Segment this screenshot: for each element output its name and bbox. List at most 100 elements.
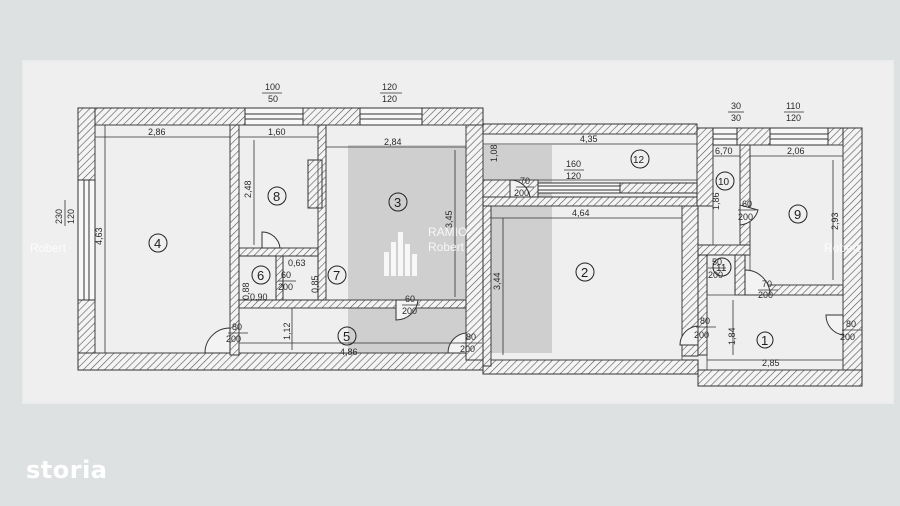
watermark-left: Robert xyxy=(30,241,67,255)
svg-text:120: 120 xyxy=(382,94,397,104)
svg-text:80: 80 xyxy=(846,319,856,329)
opening-inner: 160 120 xyxy=(564,159,584,181)
room-outlines xyxy=(94,124,844,371)
svg-text:200: 200 xyxy=(708,270,723,280)
svg-text:60: 60 xyxy=(281,270,291,280)
svg-text:80: 80 xyxy=(232,322,242,332)
dim-label: 2,48 xyxy=(243,180,253,198)
room-7: 7 xyxy=(327,265,347,285)
svg-text:50: 50 xyxy=(268,94,278,104)
room-6: 6 xyxy=(251,265,271,285)
window-10 xyxy=(712,127,738,146)
watermark-logo-icon xyxy=(384,232,417,276)
svg-text:200: 200 xyxy=(226,334,241,344)
svg-text:3: 3 xyxy=(394,195,401,210)
room-8: 8 xyxy=(267,186,287,206)
window-3 xyxy=(359,107,423,126)
room-numbers: 1 2 3 4 5 6 7 8 9 10 11 12 xyxy=(148,149,808,349)
svg-text:160: 160 xyxy=(566,159,581,169)
svg-text:60: 60 xyxy=(405,294,415,304)
dim-label: 2,06 xyxy=(787,146,805,156)
dimension-lines xyxy=(95,125,843,361)
window-9 xyxy=(769,127,829,146)
svg-text:10: 10 xyxy=(718,177,730,188)
svg-text:70: 70 xyxy=(520,176,530,186)
svg-text:8: 8 xyxy=(273,189,280,204)
dim-label: 0,88 xyxy=(241,282,251,300)
dim-label: 2,86 xyxy=(148,127,166,137)
room-5: 5 xyxy=(337,326,357,346)
svg-text:9: 9 xyxy=(794,207,801,222)
opening-4: 110 120 xyxy=(784,101,804,123)
dim-label: 6,70 xyxy=(715,146,733,156)
svg-text:5: 5 xyxy=(343,329,350,344)
opening-1: 100 50 xyxy=(262,82,282,104)
svg-text:120: 120 xyxy=(566,171,581,181)
dim-label: 3,45 xyxy=(444,210,454,228)
svg-text:120: 120 xyxy=(66,209,76,224)
room-11: 11 xyxy=(712,257,732,277)
dim-label: 1,84 xyxy=(727,327,737,345)
svg-text:4: 4 xyxy=(154,236,161,251)
room-3: 3 xyxy=(388,192,408,212)
window-left xyxy=(77,179,96,301)
svg-text:30: 30 xyxy=(731,101,741,111)
svg-text:1: 1 xyxy=(761,333,768,348)
room-1: 1 xyxy=(756,331,774,349)
dim-label: 0,63 xyxy=(288,258,306,268)
svg-text:30: 30 xyxy=(731,113,741,123)
watermark-right: Robert xyxy=(824,241,861,255)
svg-text:200: 200 xyxy=(278,282,293,292)
storia-logo: storia xyxy=(26,456,108,484)
watermark-center-top: RAMIO xyxy=(428,225,467,239)
svg-text:2: 2 xyxy=(581,265,588,280)
dim-label: 3,44 xyxy=(492,272,502,290)
watermark-center-bottom: Robert xyxy=(428,240,465,254)
windows xyxy=(77,107,829,301)
svg-text:12: 12 xyxy=(633,155,645,166)
svg-text:120: 120 xyxy=(382,82,397,92)
dim-label: 1,60 xyxy=(268,127,286,137)
svg-text:70: 70 xyxy=(762,279,772,289)
svg-text:110: 110 xyxy=(786,101,800,111)
opening-left: 230 120 xyxy=(54,200,76,226)
opening-3: 30 30 xyxy=(728,101,744,123)
opening-labels: 100 50 120 120 30 30 110 120 230 120 160… xyxy=(54,82,804,226)
svg-text:50: 50 xyxy=(712,257,722,267)
dim-label: 4,35 xyxy=(580,134,598,144)
svg-text:60: 60 xyxy=(742,199,752,209)
dim-label: 1,86 xyxy=(711,192,721,210)
window-inner xyxy=(537,182,621,194)
svg-text:80: 80 xyxy=(466,332,476,342)
dim-label: 0,85 xyxy=(310,275,320,293)
dim-label: 1,08 xyxy=(489,144,499,162)
room-12: 12 xyxy=(630,149,650,169)
dim-label: 0,90 xyxy=(250,292,268,302)
svg-text:200: 200 xyxy=(402,306,417,316)
svg-text:11: 11 xyxy=(716,263,727,274)
svg-text:120: 120 xyxy=(786,113,801,123)
opening-2: 120 120 xyxy=(380,82,402,104)
room-4: 4 xyxy=(148,233,168,253)
svg-text:200: 200 xyxy=(460,344,475,354)
svg-text:7: 7 xyxy=(333,268,340,283)
svg-text:100: 100 xyxy=(265,82,280,92)
svg-text:6: 6 xyxy=(257,268,264,283)
svg-text:200: 200 xyxy=(840,332,855,342)
svg-text:200: 200 xyxy=(514,188,529,198)
watermark-overlay: RAMIO Robert Robert Robert xyxy=(30,225,861,276)
svg-text:230: 230 xyxy=(54,209,64,224)
svg-text:200: 200 xyxy=(694,330,709,340)
